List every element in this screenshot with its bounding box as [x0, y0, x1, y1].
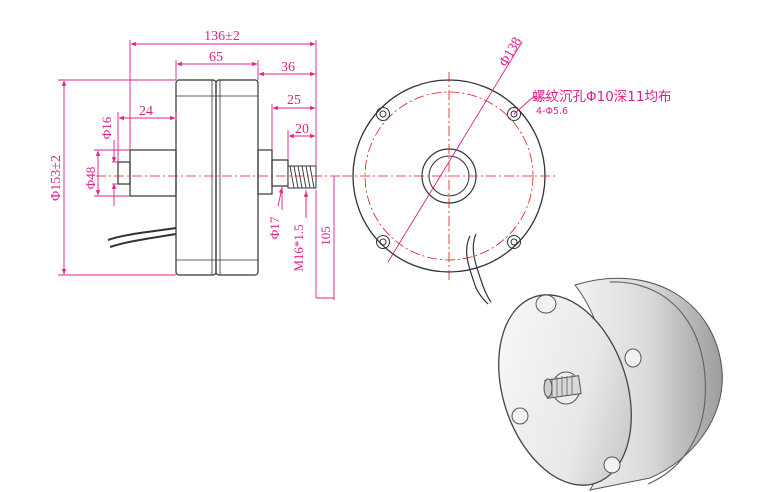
dim-phi153: Φ153±2 — [49, 155, 64, 201]
mounting-holes — [376, 107, 521, 249]
hole-note: 螺纹沉孔Φ10深11均布 — [532, 89, 671, 105]
dim-105: 105 — [318, 226, 333, 246]
body-half-left — [175, 79, 217, 276]
cable-wire-1 — [107, 227, 177, 241]
dim-25: 25 — [287, 93, 301, 108]
hole-count: 4-Φ5.6 — [536, 106, 568, 117]
iso-view — [498, 277, 723, 491]
right-boss — [257, 149, 273, 195]
cable-wire-2 — [109, 233, 177, 248]
dim-65: 65 — [209, 50, 223, 65]
iso-shaft — [543, 375, 582, 399]
dim-phi17: Φ17 — [267, 216, 282, 239]
left-boss — [129, 149, 177, 197]
dim-24: 24 — [139, 104, 153, 119]
threaded-shaft — [287, 165, 317, 189]
front-view — [342, 41, 558, 305]
shaft-collar — [271, 159, 289, 187]
dim-thread-spec: M16*1.5 — [291, 224, 306, 271]
left-stub — [117, 161, 131, 185]
dim-phi48: Φ48 — [83, 167, 98, 190]
dim-136: 136±2 — [204, 29, 240, 44]
body-half-right — [215, 79, 259, 276]
side-view — [107, 79, 317, 276]
side-dimensions — [58, 40, 335, 300]
dim-phi16: Φ16 — [99, 116, 114, 139]
dim-phi138: Φ138 — [497, 35, 526, 70]
dim-36: 36 — [281, 60, 295, 75]
dim-20: 20 — [295, 122, 309, 137]
front-cable — [466, 235, 489, 305]
